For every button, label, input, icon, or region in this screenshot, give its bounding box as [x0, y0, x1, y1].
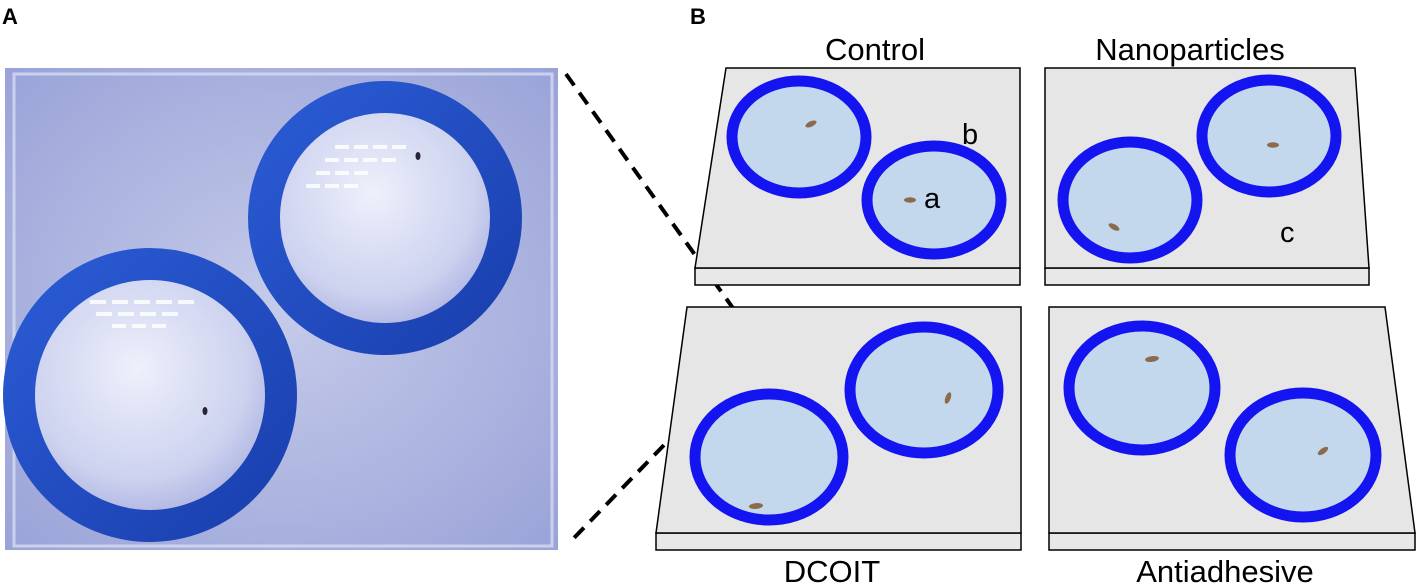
- plate-dcoit-base: [655, 532, 1022, 551]
- callout-b: b: [962, 119, 978, 151]
- well-control-2: [861, 140, 1007, 260]
- larva: [1108, 223, 1120, 231]
- plate-nanoparticles: c: [1044, 67, 1370, 286]
- plate-antiadhesive-base: [1048, 532, 1416, 551]
- title-control: Control: [825, 32, 925, 67]
- title-dcoit: DCOIT: [784, 554, 881, 584]
- well-dcoit-2: [689, 388, 849, 526]
- larva: [1317, 446, 1329, 456]
- larva: [805, 120, 817, 128]
- well-antiadhesive-1: [1063, 320, 1221, 456]
- plate-nanoparticles-base: [1044, 267, 1370, 286]
- connector-lines: [564, 72, 762, 542]
- title-nanoparticles: Nanoparticles: [1095, 32, 1285, 67]
- larva: [904, 197, 916, 203]
- plate-antiadhesive: [1048, 306, 1416, 551]
- photo-reflection-left: [90, 300, 194, 328]
- photo-panel: [3, 68, 558, 550]
- callout-c: c: [1280, 217, 1295, 249]
- well-nanoparticles-1: [1196, 74, 1342, 198]
- photo-well-left: [3, 248, 297, 542]
- panel-label-b: B: [690, 4, 706, 29]
- photo-plate-edge: [12, 72, 554, 548]
- connector-line-upper: [564, 72, 762, 348]
- photo-reflection-right: [306, 145, 406, 188]
- larva: [1145, 355, 1159, 363]
- well-control-1: [726, 75, 872, 199]
- panel-label-a: A: [2, 4, 18, 29]
- callout-a: a: [924, 183, 941, 215]
- plate-control: a b: [694, 67, 1021, 286]
- larva: [749, 503, 763, 509]
- well-dcoit-1: [844, 321, 1004, 459]
- photo-larva-left: [202, 407, 208, 415]
- photo-well-right: [248, 81, 522, 355]
- title-antiadhesive: Antiadhesive: [1136, 554, 1314, 584]
- photo-larva-right: [415, 152, 421, 160]
- plate-control-base: [694, 267, 1021, 286]
- larva: [944, 392, 952, 404]
- plate-dcoit: [655, 306, 1022, 551]
- larva: [1267, 142, 1279, 148]
- well-antiadhesive-2: [1224, 387, 1382, 523]
- well-nanoparticles-2: [1057, 136, 1203, 264]
